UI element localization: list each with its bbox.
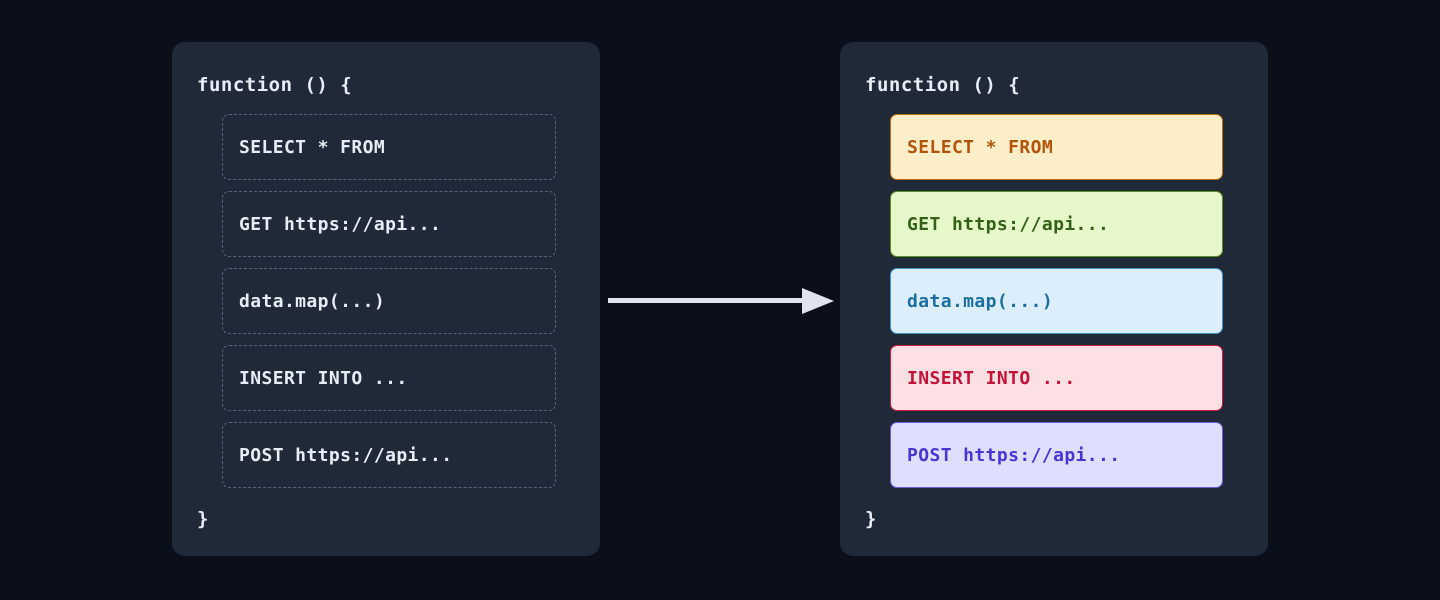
statement-text: GET https://api... bbox=[907, 213, 1110, 235]
before-function-open: function () { bbox=[197, 74, 353, 96]
after-function-open: function () { bbox=[865, 74, 1021, 96]
before-panel: function () { SELECT * FROM GET https://a… bbox=[172, 42, 600, 556]
statement-text: SELECT * FROM bbox=[907, 136, 1054, 158]
statement-text: GET https://api... bbox=[239, 213, 442, 235]
before-function-close: } bbox=[197, 508, 209, 530]
after-panel: function () { SELECT * FROM GET https://a… bbox=[840, 42, 1268, 556]
statement-text: INSERT INTO ... bbox=[239, 367, 408, 389]
before-statement-2[interactable]: data.map(...) bbox=[222, 268, 556, 334]
after-statement-list: SELECT * FROM GET https://api... data.map(… bbox=[890, 114, 1223, 488]
statement-text: SELECT * FROM bbox=[239, 136, 386, 158]
before-statement-1[interactable]: GET https://api... bbox=[222, 191, 556, 257]
before-statement-3[interactable]: INSERT INTO ... bbox=[222, 345, 556, 411]
after-statement-js-map[interactable]: data.map(...) bbox=[890, 268, 1223, 334]
arrow-right-icon bbox=[608, 288, 834, 314]
statement-text: data.map(...) bbox=[907, 290, 1054, 312]
after-statement-http-post[interactable]: POST https://api... bbox=[890, 422, 1223, 488]
after-statement-http-get[interactable]: GET https://api... bbox=[890, 191, 1223, 257]
after-function-close: } bbox=[865, 508, 877, 530]
before-statement-list: SELECT * FROM GET https://api... data.map(… bbox=[222, 114, 556, 488]
statement-text: INSERT INTO ... bbox=[907, 367, 1076, 389]
statement-text: data.map(...) bbox=[239, 290, 386, 312]
before-statement-4[interactable]: POST https://api... bbox=[222, 422, 556, 488]
after-statement-sql-insert[interactable]: INSERT INTO ... bbox=[890, 345, 1223, 411]
after-statement-sql-select[interactable]: SELECT * FROM bbox=[890, 114, 1223, 180]
before-statement-0[interactable]: SELECT * FROM bbox=[222, 114, 556, 180]
statement-text: POST https://api... bbox=[239, 444, 453, 466]
statement-text: POST https://api... bbox=[907, 444, 1121, 466]
